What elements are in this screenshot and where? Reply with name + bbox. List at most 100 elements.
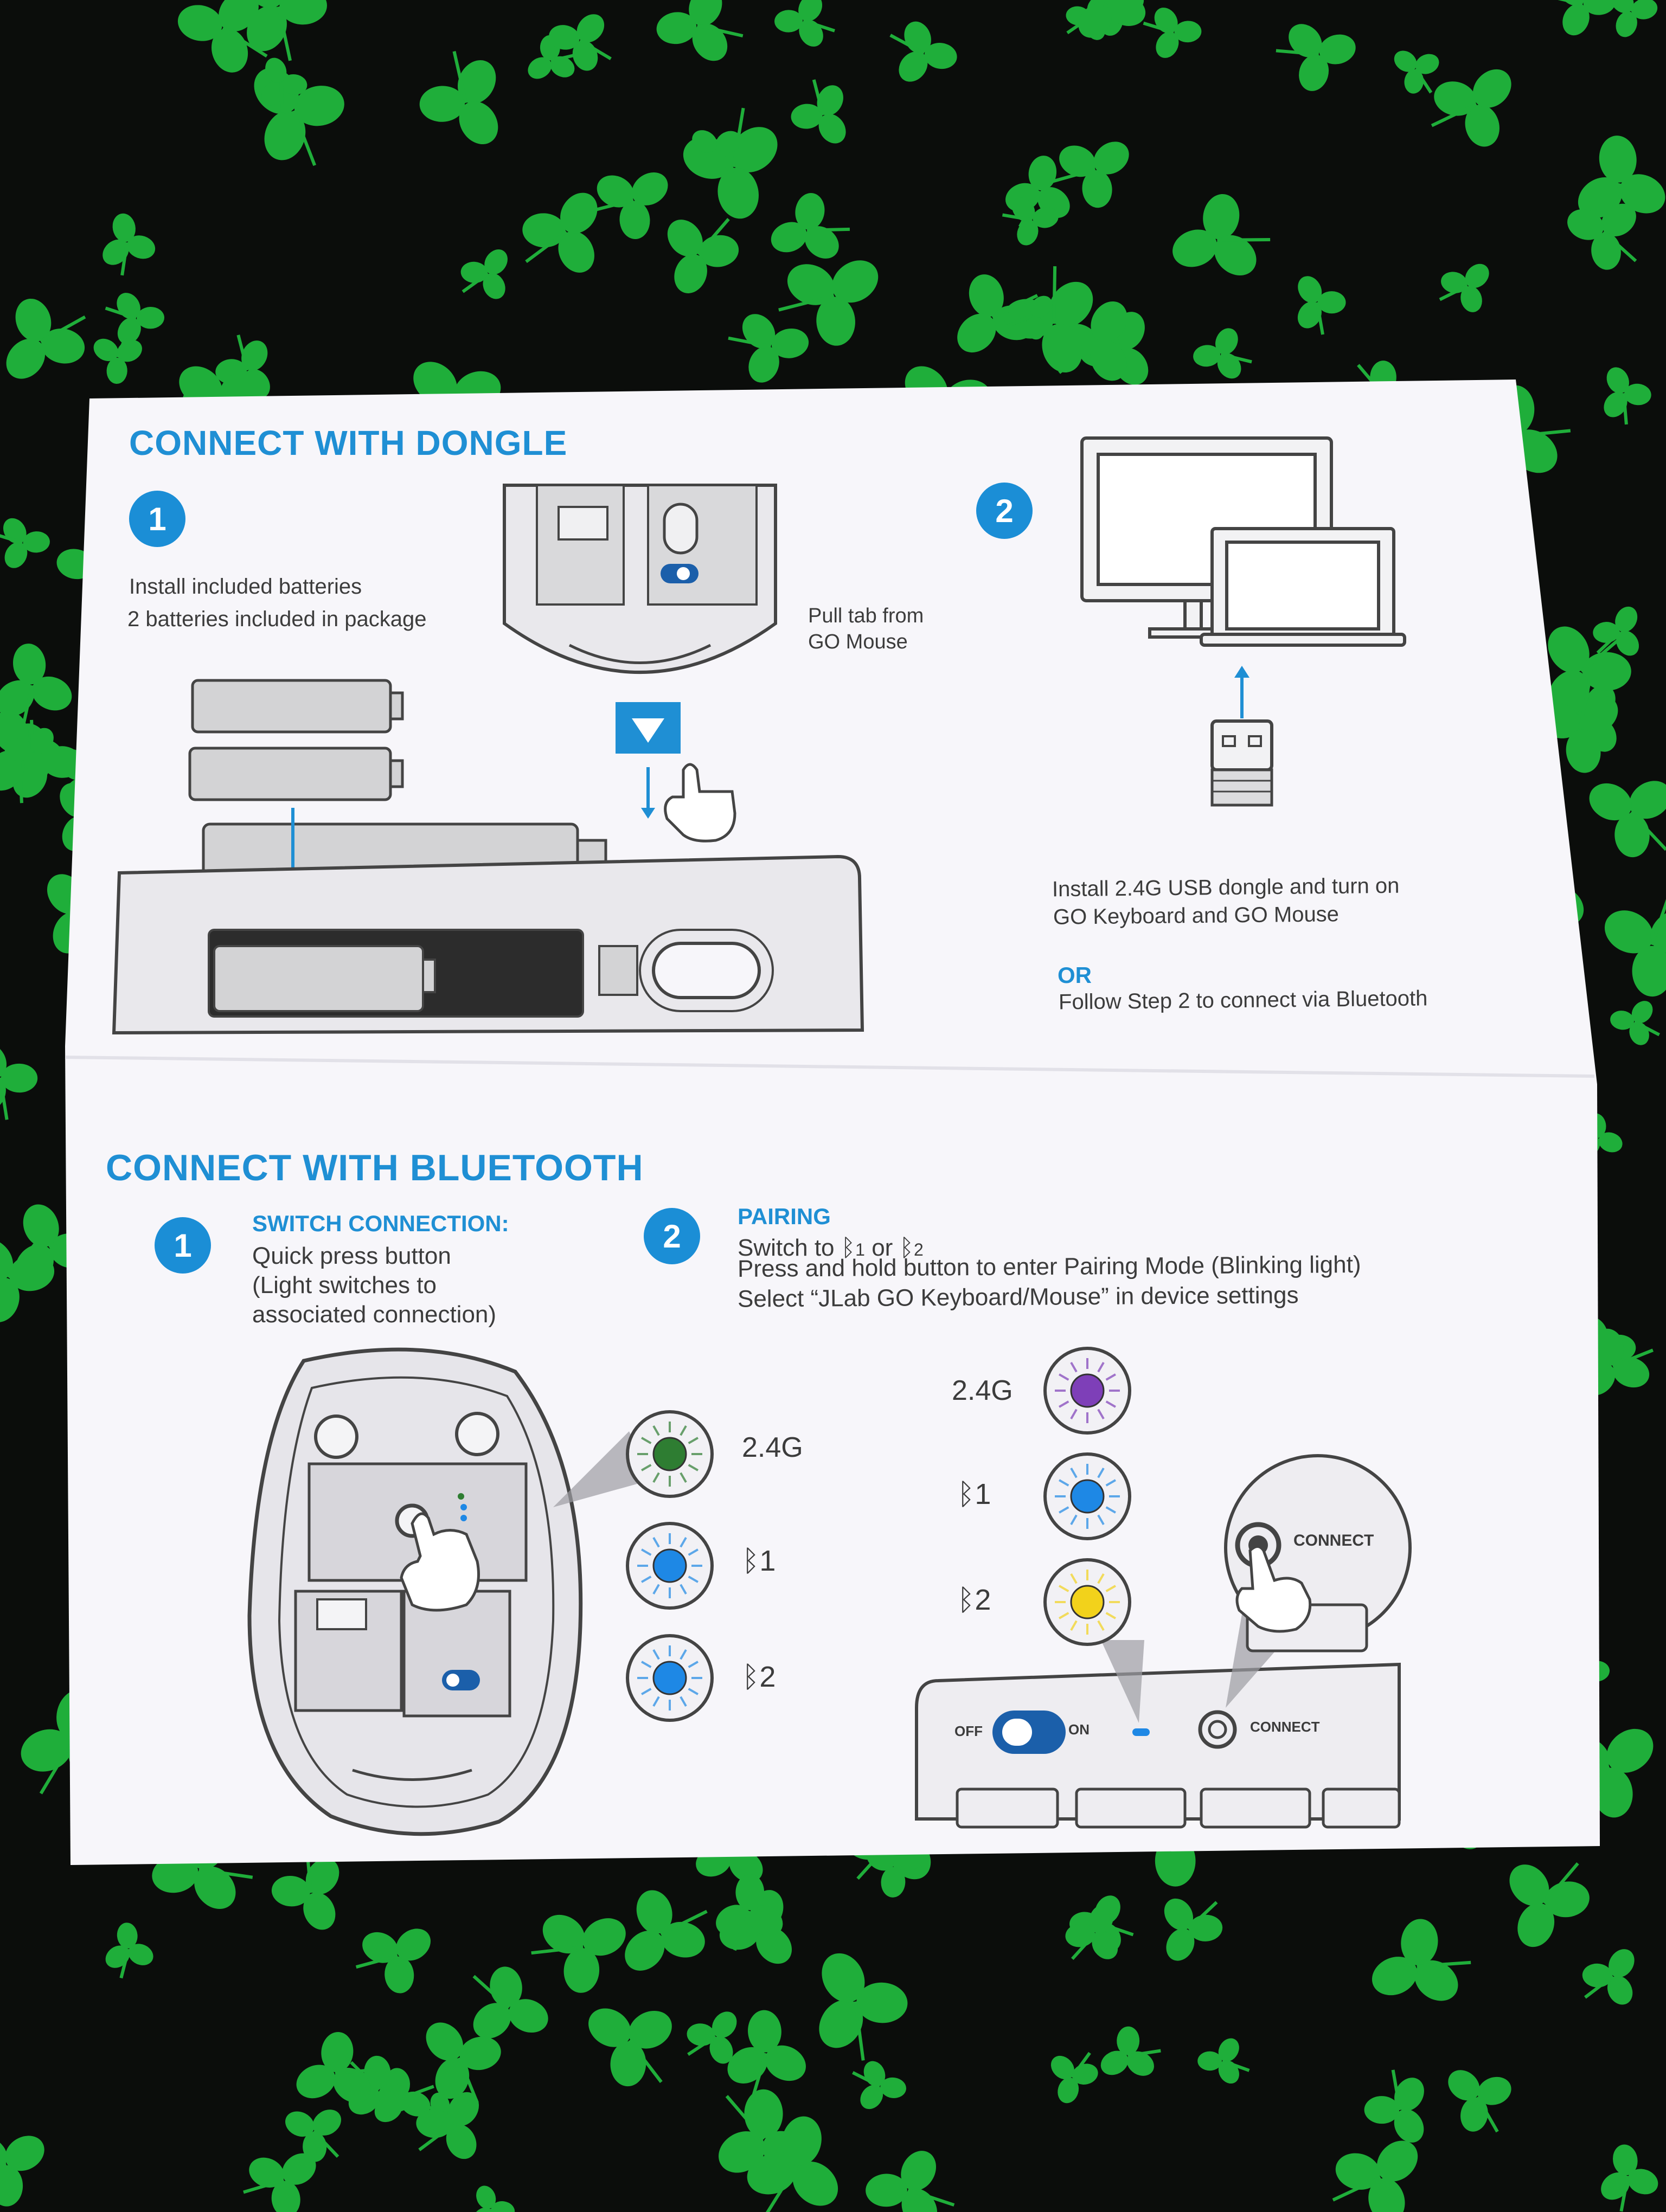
clover-icon xyxy=(1276,24,1356,91)
computer-illustration xyxy=(1080,436,1406,647)
clover-icon xyxy=(1610,0,1658,37)
mouse-label-bt1: ᛒ1 xyxy=(742,1544,776,1578)
mouse-label-bt2-num: 2 xyxy=(759,1661,776,1693)
clover-icon xyxy=(774,0,835,47)
bluetooth-icon: ᛒ xyxy=(899,1234,914,1261)
keyboard-label-bt1: ᛒ1 xyxy=(957,1477,991,1511)
clover-icon xyxy=(4,719,54,779)
bt-step1-line3: associated connection) xyxy=(252,1301,497,1328)
bluetooth-icon: ᛒ xyxy=(841,1234,856,1261)
clover-icon xyxy=(1332,2140,1418,2212)
mouse-label-bt2: ᛒ2 xyxy=(742,1660,776,1694)
clover-icon xyxy=(296,2031,382,2103)
clover-icon xyxy=(778,260,879,346)
dongle-step2-number: 2 xyxy=(976,483,1033,539)
clover-icon xyxy=(522,192,598,273)
keyboard-label-bt2: ᛒ2 xyxy=(957,1583,991,1617)
clover-icon xyxy=(105,293,165,344)
bt-step1-line2: (Light switches to xyxy=(252,1272,437,1298)
clover-icon xyxy=(1548,626,1631,717)
bt-step2-switch-bt2: 2 xyxy=(913,1240,924,1259)
clover-icon xyxy=(852,2061,906,2110)
clover-icon xyxy=(102,213,156,276)
mouse-led-24g xyxy=(626,1410,714,1498)
clover-icon xyxy=(716,1874,783,1951)
bt-step2-title: PAIRING xyxy=(738,1204,831,1229)
clover-icon xyxy=(889,21,957,82)
dongle-step1-number: 1 xyxy=(129,491,185,547)
bt-step1-line1: Quick press button xyxy=(252,1243,451,1269)
battery-compartment xyxy=(112,854,864,1035)
dongle-step1-line2: 2 batteries included in package xyxy=(127,607,427,631)
clover-icon xyxy=(1197,2038,1250,2084)
clover-icon xyxy=(1071,0,1146,38)
clover-icon xyxy=(1589,781,1666,858)
dongle-heading: CONNECT WITH DONGLE xyxy=(129,423,568,462)
clover-icon xyxy=(1593,606,1639,656)
clover-icon xyxy=(1364,2069,1424,2143)
clover-icon xyxy=(1002,197,1059,246)
clover-icon xyxy=(625,1890,708,1971)
bluetooth-icon: ᛒ xyxy=(742,1545,760,1577)
clover-icon xyxy=(747,2116,838,2212)
clover-icon xyxy=(6,298,86,379)
clover-icon xyxy=(528,35,580,79)
clover-icon xyxy=(460,249,508,299)
clover-icon xyxy=(271,1848,339,1930)
clover-icon xyxy=(656,0,744,61)
install-line2: GO Keyboard and GO Mouse xyxy=(1053,902,1340,929)
keyboard-label-24g: 2.4G xyxy=(952,1375,1013,1406)
clover-icon xyxy=(472,1966,548,2039)
clover-icon xyxy=(1567,203,1637,270)
clover-icon xyxy=(1100,2026,1161,2076)
clover-icon xyxy=(1050,2052,1098,2104)
mouse-bottom-top-illustration xyxy=(503,484,777,674)
keyboard-led-bt2 xyxy=(1043,1558,1131,1646)
bt-step2-switch-or: or xyxy=(872,1234,893,1261)
bluetooth-icon: ᛒ xyxy=(957,1478,975,1510)
clover-icon xyxy=(687,2011,737,2064)
clover-icon xyxy=(1545,0,1616,36)
clover-icon xyxy=(1143,8,1202,58)
clover-icon xyxy=(1394,50,1439,94)
clover-icon xyxy=(819,1953,908,2061)
zoom-wedge-led xyxy=(1101,1640,1144,1723)
mouse-led-bt1 xyxy=(626,1522,714,1610)
on-label: ON xyxy=(1068,1721,1090,1738)
bt-step2-switch: Switch to ᛒ1 or ᛒ2 xyxy=(738,1233,924,1264)
follow-step-line: Follow Step 2 to connect via Bluetooth xyxy=(1058,986,1428,1014)
connect-zoom-circle xyxy=(1224,1454,1412,1652)
clover-icon xyxy=(0,2136,44,2207)
off-label: OFF xyxy=(954,1723,983,1739)
connect-label-zoom: CONNECT xyxy=(1293,1532,1374,1549)
pull-tab-line1: Pull tab from xyxy=(808,605,924,627)
bluetooth-icon: ᛒ xyxy=(742,1661,760,1693)
clover-icon xyxy=(1431,69,1511,147)
install-line1: Install 2.4G USB dongle and turn on xyxy=(1052,873,1400,902)
clover-icon xyxy=(727,2010,806,2101)
fold-line xyxy=(65,1056,1595,1078)
clover-icon xyxy=(1372,1919,1471,2001)
clover-icon xyxy=(791,79,846,144)
bluetooth-icon: ᛒ xyxy=(957,1584,975,1616)
clover-icon xyxy=(549,14,612,71)
clover-icon xyxy=(1439,263,1489,312)
clover-icon xyxy=(419,51,498,145)
clover-icon xyxy=(1005,295,1053,340)
clover-icon xyxy=(355,1928,431,1994)
clover-icon xyxy=(1582,1949,1635,2005)
clover-icon xyxy=(1297,276,1346,335)
clover-icon xyxy=(93,328,142,384)
clover-icon xyxy=(416,2092,479,2159)
usb-dongle-illustration xyxy=(1210,666,1273,807)
clover-icon xyxy=(261,57,307,113)
mouse-bottom-illustration xyxy=(247,1347,583,1836)
mouse-label-bt1-num: 1 xyxy=(759,1545,776,1577)
keyboard-label-bt2-num: 2 xyxy=(975,1584,991,1616)
bluetooth-heading: CONNECT WITH BLUETOOTH xyxy=(106,1147,644,1188)
clover-icon xyxy=(1610,1001,1661,1045)
clover-icon xyxy=(472,2185,515,2212)
clover-icon xyxy=(1065,1905,1118,1960)
connect-label-keyboard: CONNECT xyxy=(1250,1719,1320,1735)
clover-icon xyxy=(1172,194,1271,275)
